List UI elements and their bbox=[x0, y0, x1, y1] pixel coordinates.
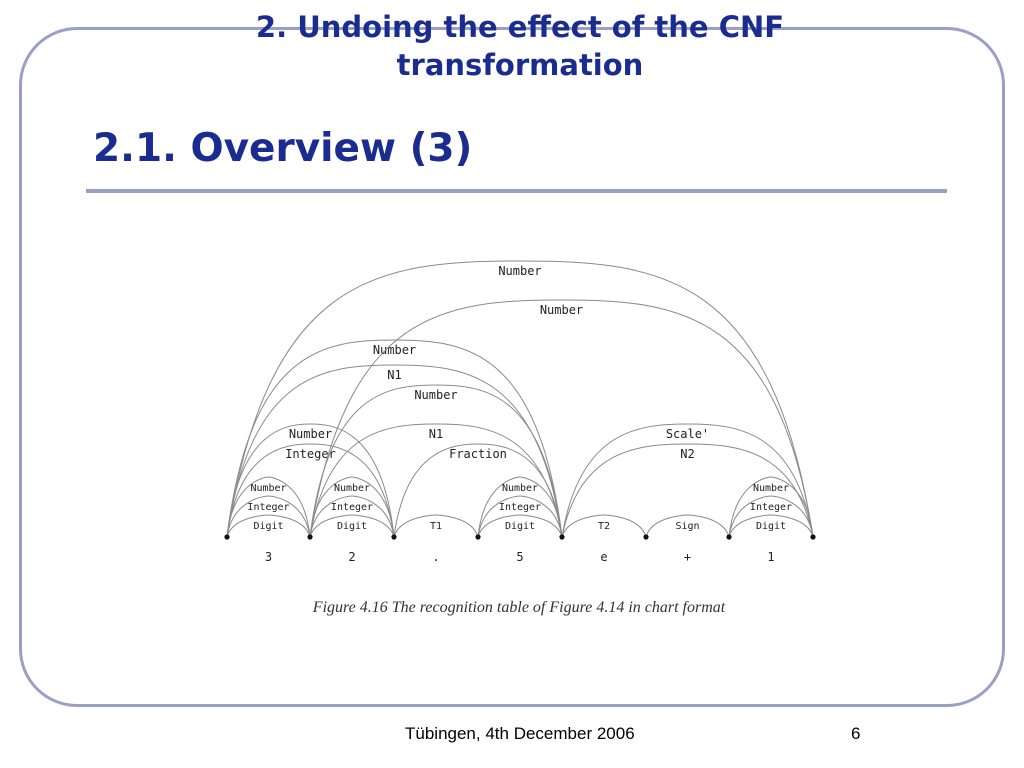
chart-node bbox=[559, 534, 565, 540]
chart-arc bbox=[561, 514, 647, 538]
title-divider bbox=[86, 189, 947, 193]
chart-arc bbox=[561, 423, 814, 538]
arc-label: Scale' bbox=[666, 427, 709, 441]
arc-label: Number bbox=[250, 483, 286, 494]
input-token: 2 bbox=[348, 550, 355, 564]
chart-node bbox=[224, 534, 230, 540]
arc-label: Number bbox=[334, 483, 370, 494]
input-token: . bbox=[432, 550, 439, 564]
chart-arc bbox=[645, 514, 730, 538]
arc-label: Number bbox=[373, 343, 416, 357]
input-token: 1 bbox=[767, 550, 774, 564]
chart-arc bbox=[226, 443, 395, 538]
chart-arc bbox=[393, 514, 479, 538]
chart-arc bbox=[226, 495, 311, 538]
chart-node bbox=[726, 534, 732, 540]
slide-frame bbox=[19, 27, 1005, 707]
arc-label: Integer bbox=[499, 502, 541, 513]
arc-label: Number bbox=[753, 483, 789, 494]
footer-text: Tübingen, 4th December 2006 bbox=[405, 724, 635, 743]
chart-node bbox=[475, 534, 481, 540]
chart-arc bbox=[226, 364, 563, 538]
chart-arc bbox=[226, 260, 814, 538]
slide-heading: 2. Undoing the effect of the CNF transfo… bbox=[120, 8, 920, 84]
arc-label: N1 bbox=[387, 368, 401, 382]
arc-label: Digit bbox=[253, 521, 283, 532]
arc-label: Number bbox=[498, 264, 541, 278]
arc-label: Digit bbox=[756, 521, 786, 532]
figure-caption: Figure 4.16 The recognition table of Fig… bbox=[312, 599, 726, 616]
arc-label: Number bbox=[289, 427, 332, 441]
arc-label: Integer bbox=[750, 502, 792, 513]
chart-arc bbox=[309, 299, 814, 538]
page-number: 6 bbox=[851, 724, 861, 743]
chart-arc bbox=[309, 423, 563, 538]
arc-label: Integer bbox=[247, 502, 289, 513]
chart-arc bbox=[477, 476, 563, 538]
chart-arc bbox=[226, 476, 311, 538]
input-token: 5 bbox=[516, 550, 523, 564]
input-token: e bbox=[600, 550, 607, 564]
arc-label: Digit bbox=[337, 521, 367, 532]
chart-node bbox=[307, 534, 313, 540]
chart-arc bbox=[477, 495, 563, 538]
chart-arc bbox=[226, 339, 563, 538]
arc-label: N1 bbox=[429, 427, 443, 441]
arc-label: Integer bbox=[285, 447, 336, 461]
chart-arc bbox=[728, 476, 814, 538]
slide-title: 2.1. Overview (3) bbox=[93, 126, 473, 171]
chart-arc bbox=[309, 476, 395, 538]
chart-arc bbox=[309, 384, 563, 538]
arc-label: Digit bbox=[505, 521, 535, 532]
arc-label: Fraction bbox=[449, 447, 507, 461]
arc-label: N2 bbox=[680, 447, 694, 461]
chart-arc bbox=[309, 495, 395, 538]
chart-arc bbox=[728, 495, 814, 538]
chart-node bbox=[391, 534, 397, 540]
chart-arc bbox=[477, 514, 563, 538]
chart-arc bbox=[309, 514, 395, 538]
arc-label: Number bbox=[540, 303, 583, 317]
chart-arc bbox=[728, 514, 814, 538]
slide-heading-line2: transformation bbox=[396, 48, 644, 82]
arc-label: T2 bbox=[598, 521, 610, 532]
arc-label: T1 bbox=[430, 521, 442, 532]
arc-label: Number bbox=[414, 388, 457, 402]
input-token: + bbox=[684, 550, 691, 564]
slide-heading-line1: 2. Undoing the effect of the CNF bbox=[255, 10, 785, 44]
chart-arc bbox=[226, 423, 395, 538]
chart-arc bbox=[226, 514, 311, 538]
chart-arc bbox=[561, 443, 814, 538]
arc-label: Integer bbox=[331, 502, 373, 513]
chart-node bbox=[643, 534, 649, 540]
input-token: 3 bbox=[265, 550, 272, 564]
arc-label: Number bbox=[502, 483, 538, 494]
arc-label: Sign bbox=[675, 521, 699, 532]
chart-node bbox=[810, 534, 816, 540]
